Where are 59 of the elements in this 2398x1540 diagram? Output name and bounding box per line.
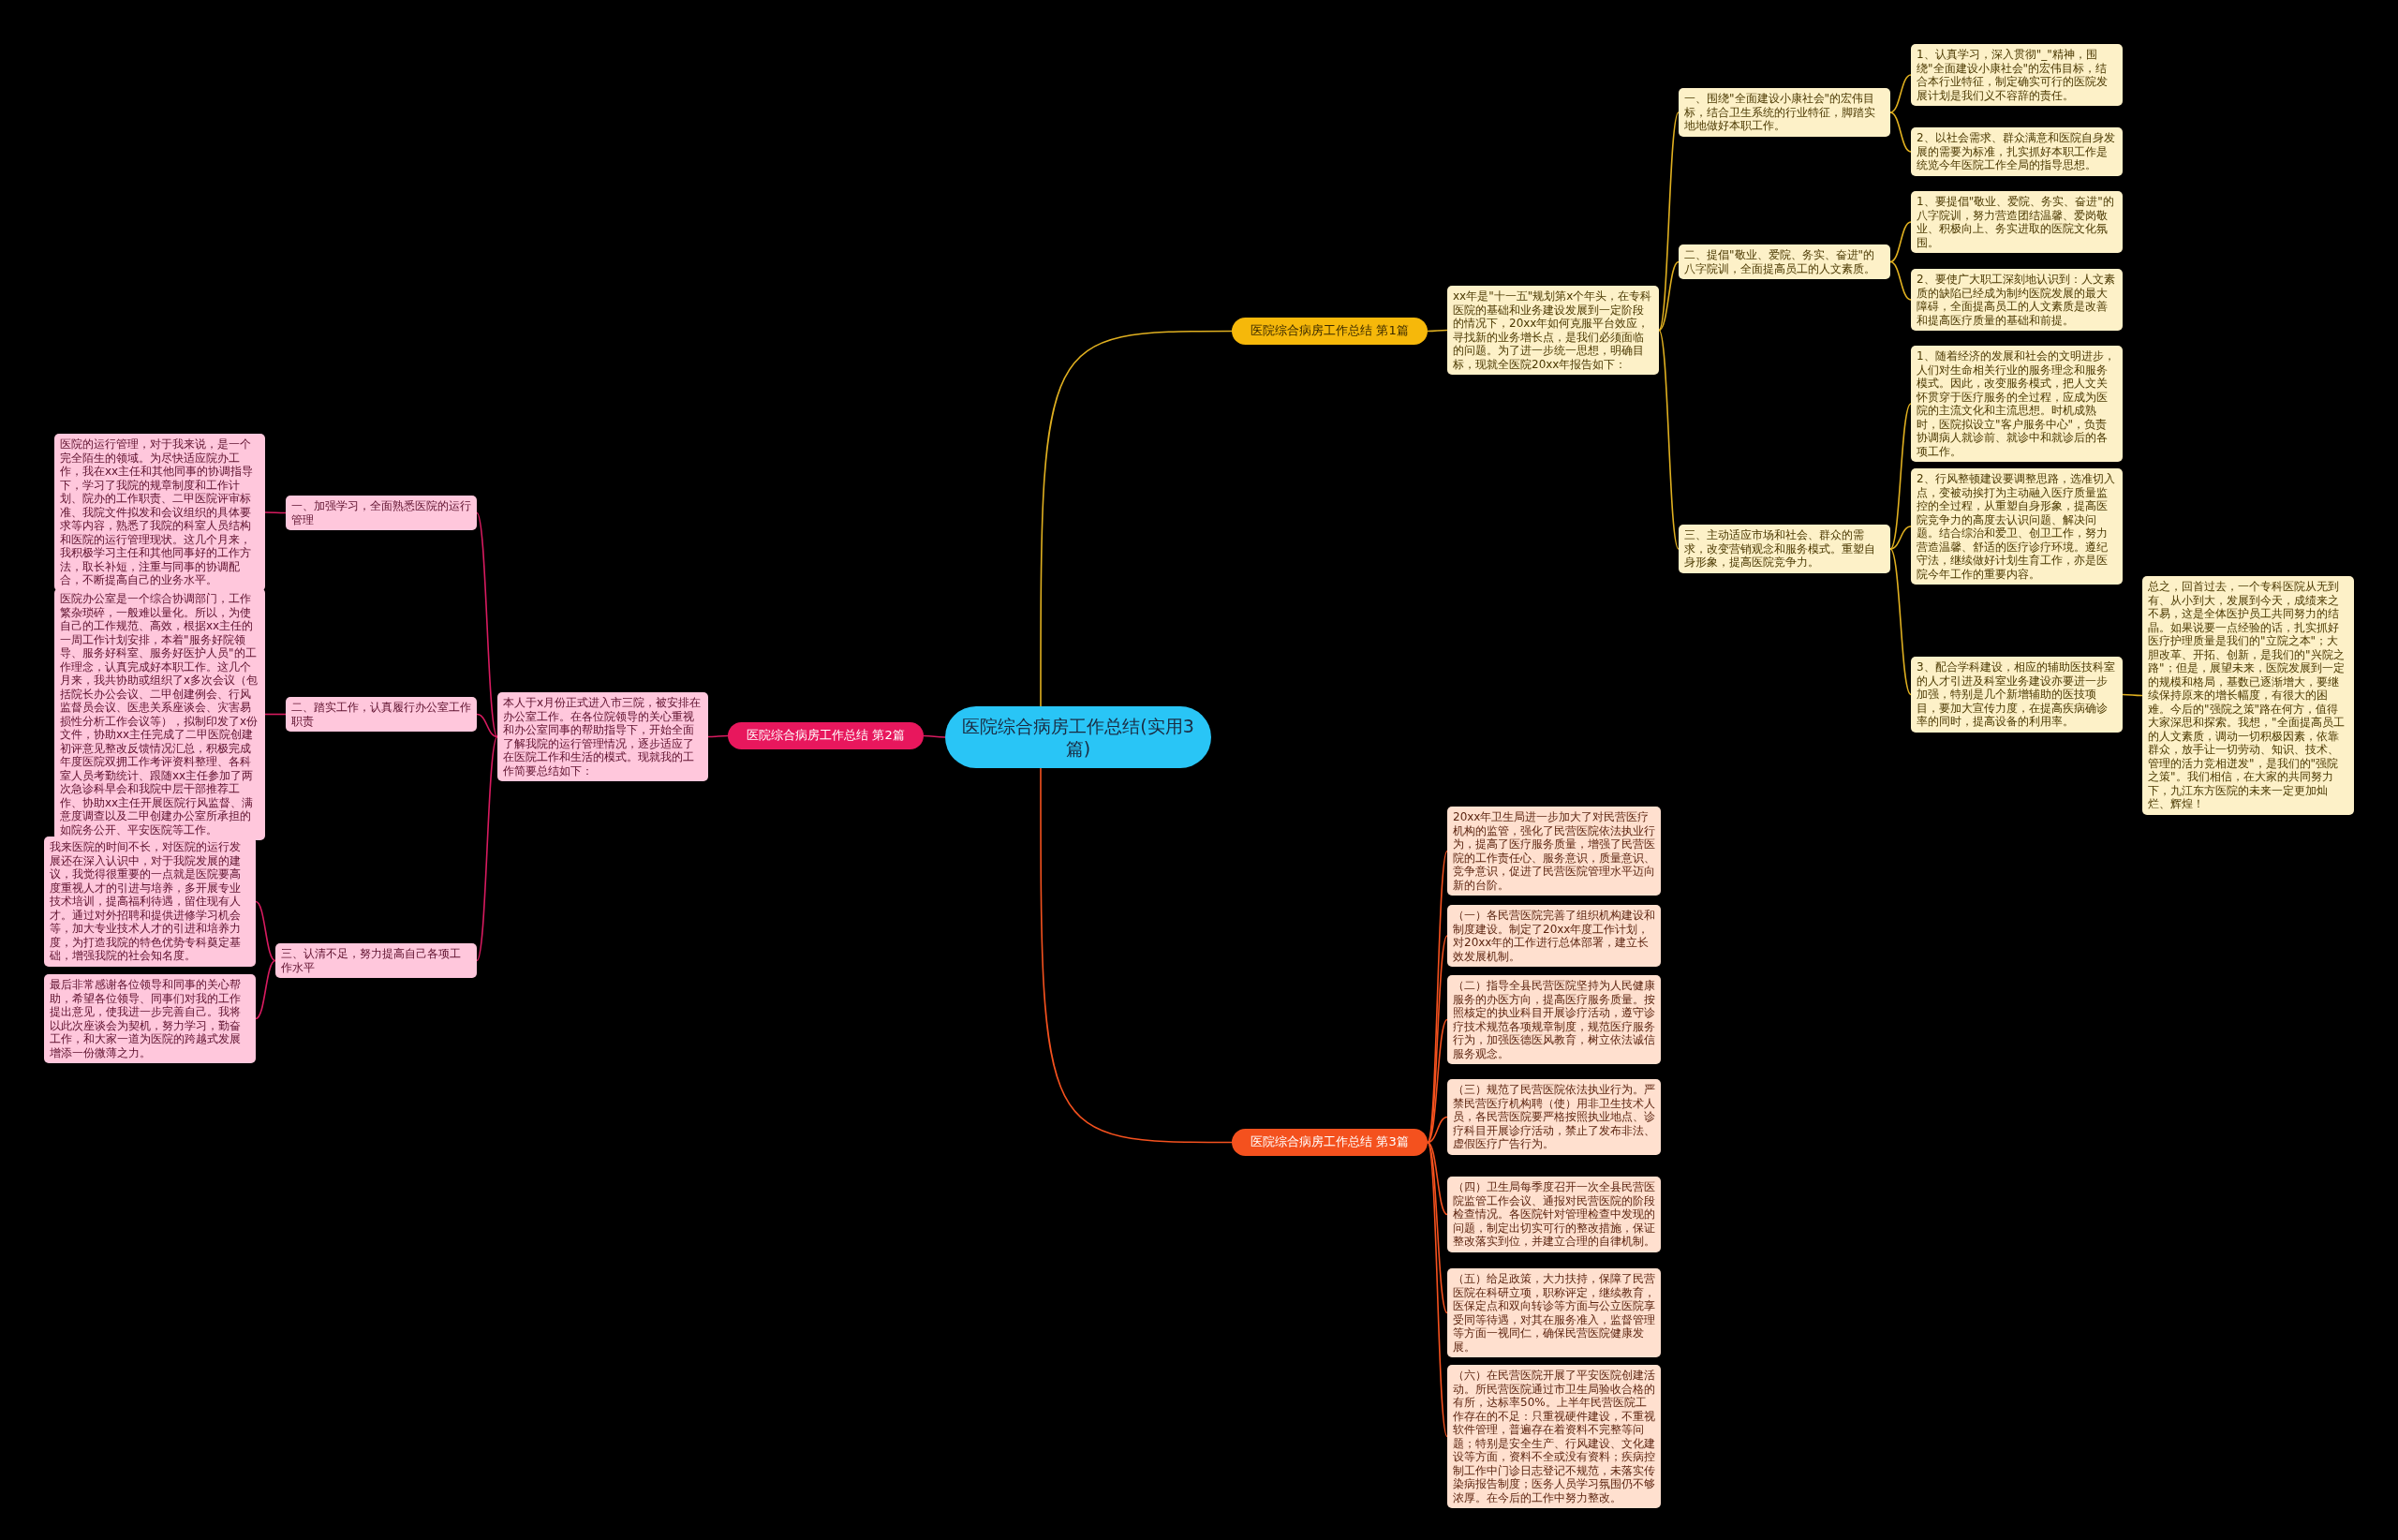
connector-line — [1427, 1141, 1448, 1438]
branch-topic: 医院综合病房工作总结 第2篇 — [728, 722, 924, 749]
note-box: 一、加强学习，全面熟悉医院的运行管理 — [286, 496, 477, 530]
note-box: 医院办公室是一个综合协调部门，工作繁杂琐碎，一般难以量化。所以，为使自己的工作规范、高效，根据xx主任的一周工作计划安排，本着"服务好院领导、服务好科室、服务好医护人员"的工作理念，认真完成好本职工作。这几个月来，我共协助或组织了x多次会议（包括院长办公会议、二甲创建例会、行风监督员会议、医患关系座谈会、灾害易损性分析工作会议等），拟制印发了x份文件，协助xx主任完成了二甲医院创建初评意见整改反馈情况汇总，积极完成年度医院双拥工作考评资料整理、各科室人员考勤统计、跟随xx主任参加了两次急诊科早会和我院中层干部推荐工作、协助xx主任开展医院行风监督、满意度调查以及二甲创建办公室所承担的如院务公开、平安医院等工作。 — [54, 588, 265, 840]
note-box: 1、随着经济的发展和社会的文明进步，人们对生命相关行业的服务理念和服务模式。因此，改变服务模式，把人文关怀贯穿于医疗服务的全过程，应成为医院的主流文化和主流思想。时机成熟时，医院拟设立"客户服务中心"，负责协调病人就诊前、就诊中和就诊后的各项工作。 — [1911, 346, 2123, 462]
note-box: 2、要使广大职工深刻地认识到：人文素质的缺陷已经成为制约医院发展的最大障碍，全面提高员工的人文素质是改善和提高医疗质量的基础和前提。 — [1911, 269, 2123, 331]
note-box: 总之，回首过去，一个专科医院从无到有、从小到大，发展到今天，成绩来之不易，这是全体医护员工共同努力的结晶。如果说要一点经验的话，扎实抓好医疗护理质量是我们的"立院之本"；大胆改革、开拓、创新，是我们的"兴院之路"；但是，展望未来，医院发展到一定的规模和格局，基数已逐渐增大，要继续保持原来的增长幅度，有很大的困难。今后的"强院之策"路在何方，值得大家深思和探索。我想，"全面提高员工的人文素质，调动一切积极因素，依靠群众，放手让一切劳动、知识、技术、管理的活力竞相迸发"，是我们的"强院之策"。我们相信，在大家的共同努力下，九江东方医院的未来一定更加灿烂、辉煌！ — [2142, 576, 2354, 815]
connector-line — [1889, 403, 1912, 550]
connector-line — [1889, 111, 1912, 153]
note-box: 1、要提倡"敬业、爱院、务实、奋进"的八字院训，努力营造团结温馨、爱岗敬业、积极向上、务实进取的医院文化氛围。 — [1911, 191, 2123, 253]
connector-line — [1427, 1141, 1448, 1314]
note-box: 3、配合学科建设，相应的辅助医技科室的人才引进及科室业务建设亦要进一步加强，特别是几个新增辅助的医技项目，要加大宣传力度，在提高疾病确诊率的同时，提高设备的利用率。 — [1911, 657, 2123, 733]
connector-line — [1889, 548, 1912, 696]
branch-topic: 医院综合病房工作总结 第3篇 — [1232, 1129, 1428, 1156]
note-box: 医院的运行管理，对于我来说，是一个完全陌生的领域。为尽快适应院办工作，我在xx主任和其他同事的协调指导下，学习了我院的规章制度和工作计划、院办的工作职责、二甲医院评审标准、我院文件拟发和会议组织的具体要求等内容，熟悉了我院的科室人员结构和医院的运行管理现状。这几个月来，我积极学习主任和其他同事好的工作方法，取长补短，注重与同事的协调配合，不断提高自己的业务水平。 — [54, 434, 265, 591]
note-box: 最后非常感谢各位领导和同事的关心帮助，希望各位领导、同事们对我的工作提出意见，使我进一步完善自己。我将以此次座谈会为契机，努力学习，勤奋工作，和大家一道为医院的跨越式发展增添一份微薄之力。 — [44, 974, 256, 1063]
connector-line — [476, 511, 498, 738]
note-box: 2、以社会需求、群众满意和医院自身发展的需要为标准，扎实抓好本职工作是统览今年医院工作全局的指导思想。 — [1911, 127, 2123, 176]
connector-line — [1658, 111, 1680, 332]
connector-line — [255, 959, 276, 1020]
note-box: 2、行风整顿建设要调整思路，选准切入点，变被动挨打为主动融入医疗质量监控的全过程，从重塑自身形象，提高医院竞争力的高度去认识问题、解决问题。结合综治和爱卫、创卫工作，努力营造温馨、舒适的医疗诊疗环境。遵纪守法，继续做好计划生育工作，亦是医院今年工作的重要内容。 — [1911, 468, 2123, 585]
note-box: 20xx年卫生局进一步加大了对民营医疗机构的监管，强化了民营医院依法执业行为，提高了医疗服务质量，增强了民营医院的工作责任心、服务意识，质量意识、竞争意识，促进了民营医院管理水平迈向新的台阶。 — [1447, 807, 1661, 896]
connector-line — [1658, 329, 1680, 550]
note-box: 三、认清不足，努力提高自己各项工作水平 — [275, 943, 477, 978]
connector-line — [1889, 221, 1912, 263]
connector-line — [264, 713, 287, 716]
connector-line — [1658, 260, 1680, 332]
connector-line — [1040, 330, 1233, 707]
connector-line — [1427, 1116, 1448, 1144]
connector-line — [264, 511, 287, 514]
connector-line — [1889, 260, 1912, 301]
connector-line — [923, 734, 946, 738]
connector-line — [476, 713, 498, 738]
note-box: 本人于x月份正式进入市三院，被安排在办公室工作。在各位院领导的关心重视和办公室同事的帮助指导下，开始全面了解我院的运行管理情况，逐步适应了在医院工作和生活的模式。现就我的工作简要总结如下： — [497, 692, 708, 781]
note-box: （五）给足政策，大力扶持，保障了民营医院在科研立项，职称评定，继续教育，医保定点和双向转诊等方面与公立医院享受同等待遇，对其在服务准入，监督管理等方面一视同仁，确保民营医院健康发展。 — [1447, 1268, 1661, 1357]
connector-line — [707, 734, 729, 738]
connector-line — [1427, 329, 1448, 333]
note-box: （一）各民营医院完善了组织机构建设和制度建设。制定了20xx年度工作计划，对20xx年的工作进行总体部署，建立长效发展机制。 — [1447, 905, 1661, 967]
note-box: xx年是"十一五"规划第x个年头，在专科医院的基础和业务建设发展到一定阶段的情况下，20xx年如何克服平台效应，寻找新的业务增长点，是我们必须面临的问题。为了进一步统一思想，明确目标，现就全医院20xx年报告如下： — [1447, 286, 1659, 375]
connector-line — [2122, 693, 2143, 697]
connector-line — [1427, 1141, 1448, 1216]
central-topic: 医院综合病房工作总结(实用3篇) — [945, 706, 1211, 768]
note-box: （三）规范了民营医院依法执业行为。严禁民营医疗机构聘（使）用非卫生技术人员，各民营医院要严格按照执业地点、诊疗科目开展诊疗活动，禁止了发布非法、虚假医疗广告行为。 — [1447, 1079, 1661, 1155]
note-box: （四）卫生局每季度召开一次全县民营医院监管工作会议、通报对民营医院的阶段检查情况。各医院针对管理检查中发现的问题，制定出切实可行的整改措施，保证整改落实到位，并建立合理的自律机制。 — [1447, 1177, 1661, 1252]
connector-line — [476, 735, 498, 962]
note-box: 三、主动适应市场和社会、群众的需求，改变营销观念和服务模式。重塑自身形象，提高医院竞争力。 — [1679, 525, 1890, 573]
connector-line — [1889, 74, 1912, 113]
note-box: 我来医院的时间不长，对医院的运行发展还在深入认识中，对于我院发展的建议，我觉得很重要的一点就是医院要高度重视人才的引进与培养，多开展专业技术培训，提高福利待遇，留住现有人才。通过对外招聘和提供进修学习机会等，加大专业技术人才的引进和培养力度，为打造我院的特色优势专科奠定基础，增强我院的社会知名度。 — [44, 837, 256, 967]
connector-line — [1040, 767, 1233, 1144]
connector-line — [255, 900, 276, 962]
connector-line — [1889, 526, 1912, 550]
note-box: 一、围绕"全面建设小康社会"的宏伟目标，结合卫生系统的行业特征，脚踏实地地做好本职工作。 — [1679, 88, 1890, 137]
connector-line — [1427, 1018, 1448, 1144]
branch-topic: 医院综合病房工作总结 第1篇 — [1232, 318, 1428, 345]
note-box: 二、提倡"敬业、爱院、务实、奋进"的八字院训，全面提高员工的人文素质。 — [1679, 244, 1890, 279]
note-box: 1、认真学习，深入贯彻"_"精神，围绕"全面建设小康社会"的宏伟目标，结合本行业特征，制定确实可行的医院发展计划是我们义不容辞的责任。 — [1911, 44, 2123, 106]
note-box: （二）指导全县民营医院坚持为人民健康服务的办医方向，提高医疗服务质量。按照核定的执业科目开展诊疗活动，遵守诊疗技术规范各项规章制度，规范医疗服务行为，加强医德医风教育，树立依法诚信服务观念。 — [1447, 975, 1661, 1064]
note-box: （六）在民营医院开展了平安医院创建活动。所民营医院通过市卫生局验收合格的有所，达标率50%。上半年民营医院工作存在的不足：只重视硬件建设，不重视软件管理，普遍存在着资料不完整等问题；特别是安全生产、行风建设、文化建设等方面，资料不全或没有资料；疾病控制工作中门诊日志登记不规范，未落实传染病报告制度；医务人员学习氛围仍不够浓厚。在今后的工作中努力整改。 — [1447, 1365, 1661, 1508]
note-box: 二、踏实工作，认真履行办公室工作职责 — [286, 697, 477, 732]
